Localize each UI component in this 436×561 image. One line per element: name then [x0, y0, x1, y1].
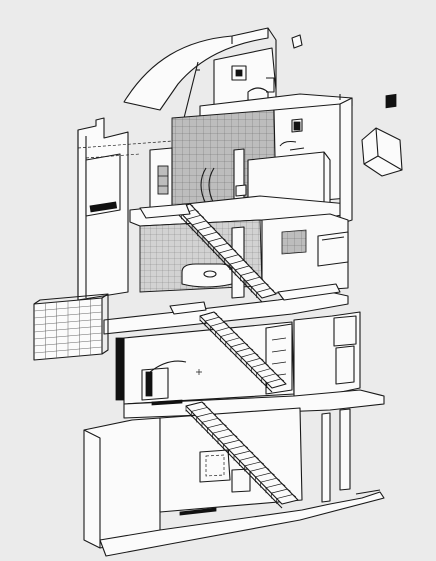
upper-stair [175, 203, 277, 303]
floating-box-body [361, 127, 403, 177]
upper-right-wall [339, 97, 353, 225]
ground-pillar-b [339, 408, 351, 491]
floating-box [361, 93, 403, 177]
ground-cabinet [199, 449, 231, 483]
curved-roof-shell [123, 27, 269, 111]
roof-light-fixture [291, 34, 303, 49]
left-wall-planes [77, 117, 187, 301]
grid-screen [33, 293, 109, 361]
lower-stair [185, 401, 299, 509]
roof-level [123, 27, 353, 151]
middle-stair-landing [169, 301, 207, 315]
middle-floor-slab [103, 291, 349, 335]
middle-balcony [277, 283, 341, 301]
middle-floor [103, 213, 349, 335]
ground-slab [99, 491, 385, 557]
lower-floor-slab [123, 389, 385, 419]
lower-right-window [333, 315, 357, 347]
ground-left-wall [83, 417, 161, 549]
ground-pillar-a [321, 412, 331, 503]
ground-floor [83, 407, 385, 557]
upper-stair-landing [139, 203, 191, 219]
middle-window-grid [281, 229, 307, 255]
middle-right-niche [317, 231, 349, 267]
middle-stair [199, 311, 287, 393]
